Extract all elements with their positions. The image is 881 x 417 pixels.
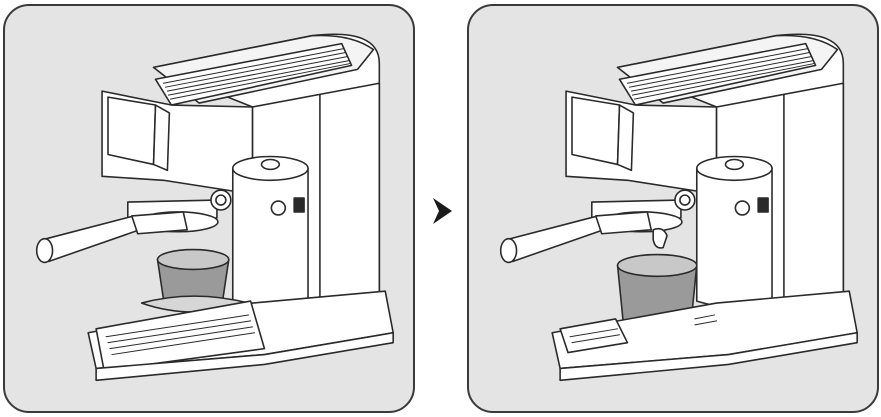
steam-wand — [652, 227, 668, 249]
portafilter-handle — [505, 215, 605, 263]
top-grille — [162, 48, 352, 100]
water-tank — [231, 160, 309, 308]
water-tank — [695, 160, 773, 308]
chevron-right-icon — [433, 198, 452, 224]
step-2-panel — [467, 4, 879, 413]
portafilter-handle — [41, 215, 141, 263]
display-window — [107, 96, 157, 166]
top-grille — [626, 48, 816, 100]
selector-knob — [734, 200, 751, 216]
espresso-machine-drawing-step-1 — [35, 33, 394, 382]
display-window — [571, 96, 621, 166]
selector-knob — [270, 200, 287, 216]
espresso-machine-drawing-step-2 — [499, 33, 858, 382]
step-1-panel — [3, 4, 415, 413]
